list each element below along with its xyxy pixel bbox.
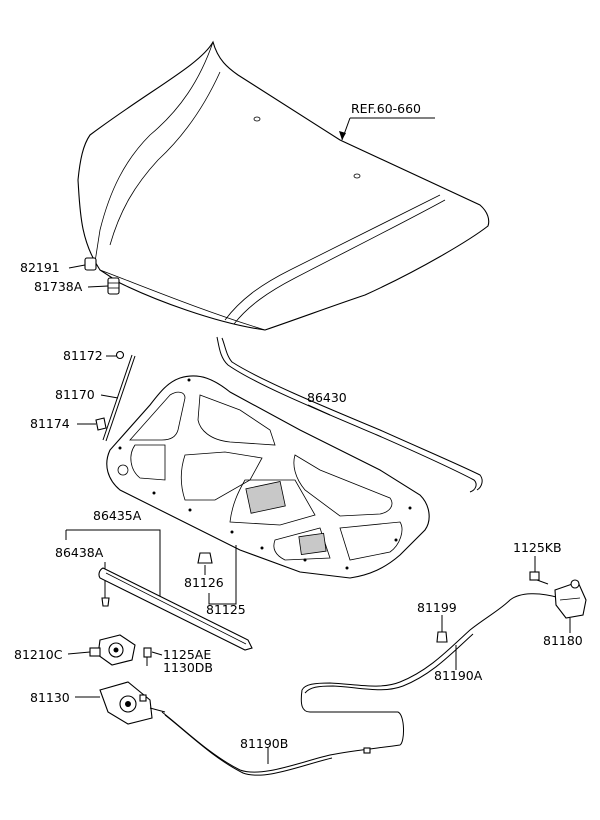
- hood-panel: [77, 40, 490, 331]
- label-81125: 81125: [206, 602, 246, 617]
- leader-81210c: [67, 651, 91, 655]
- label-1130db: 1130DB: [163, 660, 213, 675]
- holder-81174: [95, 417, 107, 431]
- label-1125kb: 1125KB: [513, 540, 562, 555]
- label-81210c: 81210C: [14, 647, 63, 662]
- clip-81172: [115, 350, 125, 360]
- label-81738a: 81738A: [34, 279, 83, 294]
- bumper-81738a: [107, 277, 120, 295]
- hood-insulator-panel: [106, 375, 430, 579]
- striker-81210c: [89, 634, 136, 666]
- label-81126: 81126: [184, 575, 224, 590]
- release-handle-81180: [554, 579, 587, 619]
- clip-81126: [197, 552, 213, 564]
- bolt-1125kb: [529, 571, 549, 585]
- label-81190b: 81190B: [240, 736, 288, 751]
- label-81199: 81199: [417, 600, 457, 615]
- leader-81738a: [87, 285, 109, 288]
- latch-81130: [99, 681, 166, 725]
- hood-hole: [253, 116, 261, 122]
- label-86438a: 86438A: [55, 545, 104, 560]
- weatherstrip-86430: [216, 336, 483, 493]
- leader-82191: [68, 264, 86, 269]
- label-81180: 81180: [543, 633, 583, 648]
- cable-81190b-outer: [164, 714, 333, 776]
- label-82191: 82191: [20, 260, 60, 275]
- label-81190a: 81190A: [434, 668, 483, 683]
- cable-joint: [363, 747, 371, 754]
- label-86430: 86430: [307, 390, 347, 405]
- label-81174: 81174: [30, 416, 70, 431]
- label-1125ae: 1125AE: [163, 647, 211, 662]
- bolt-1125ae: [143, 647, 152, 666]
- clip-86438a: [101, 597, 110, 607]
- label-81172: 81172: [63, 348, 103, 363]
- label-81130: 81130: [30, 690, 70, 705]
- label-86435a: 86435A: [93, 508, 142, 523]
- cable-81190a: [301, 593, 561, 691]
- cable-81190a-outer: [304, 633, 474, 694]
- hood-stay-rod: [95, 350, 136, 442]
- bumper-82191: [84, 257, 97, 271]
- molding-86435a: [98, 567, 253, 651]
- hood-hole: [353, 173, 361, 179]
- leader-86430: [307, 404, 331, 416]
- clip-81199: [436, 631, 448, 643]
- bracket-81125: [208, 545, 237, 605]
- label-ref: REF.60-660: [351, 101, 421, 116]
- bracket-86435a: [66, 529, 161, 600]
- cable-81190b: [161, 689, 404, 773]
- ref-arrow: [339, 131, 346, 140]
- label-81170: 81170: [55, 387, 95, 402]
- leader-81170: [100, 394, 119, 399]
